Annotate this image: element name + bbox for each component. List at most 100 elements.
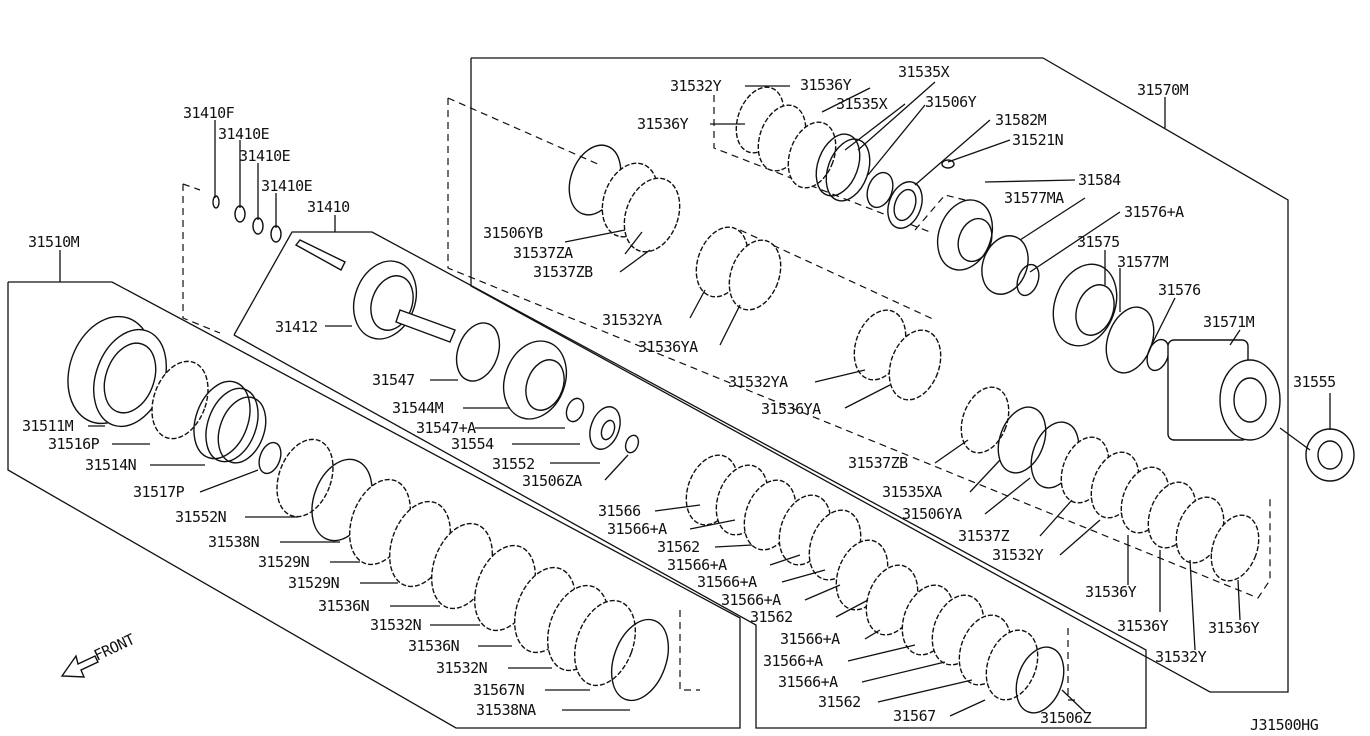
part-31410-snaprings — [212, 195, 282, 243]
label-31537zb-top: 31537ZB — [533, 263, 593, 281]
diagram-code: J31500HG — [1250, 716, 1319, 734]
part-31544m-piston — [502, 340, 568, 420]
label-31536n-b: 31536N — [408, 637, 460, 655]
label-31410f: 31410F — [183, 104, 235, 122]
label-31532y-mid: 31532Y — [992, 546, 1044, 564]
label-31538n: 31538N — [208, 533, 260, 551]
label-31567n: 31567N — [473, 681, 525, 699]
label-31571m: 31571M — [1203, 313, 1255, 331]
label-31566a-7: 31566+A — [778, 673, 838, 691]
front-arrow-icon — [60, 654, 99, 678]
label-31535xa: 31535XA — [882, 483, 942, 501]
label-31547a: 31547+A — [416, 419, 476, 437]
label-31532y-top: 31532Y — [670, 77, 722, 95]
upper-right-clutch-stack — [735, 86, 955, 229]
front-label: FRONT — [91, 630, 138, 665]
part-31547a-31554-31552-31506za — [565, 397, 640, 454]
label-31521n: 31521N — [1012, 131, 1064, 149]
label-31536y-top-b: 31536Y — [800, 76, 852, 94]
group-box-31510m — [7, 281, 741, 729]
label-31510m: 31510M — [28, 233, 80, 251]
label-31552n: 31552N — [175, 508, 227, 526]
label-31529n-a: 31529N — [258, 553, 310, 571]
label-31562-a: 31562 — [657, 538, 700, 556]
label-31537z: 31537Z — [958, 527, 1010, 545]
label-31576: 31576 — [1158, 281, 1201, 299]
label-31576a: 31576+A — [1124, 203, 1184, 221]
callout-labels: 31410F 31410E 31410E 31410E 31410 31510M… — [22, 63, 1336, 734]
leader-lines — [59, 81, 1331, 717]
label-31536ya-a: 31536YA — [638, 338, 698, 356]
label-31410e-b: 31410E — [239, 147, 291, 165]
label-31554: 31554 — [451, 435, 494, 453]
part-31532ya-31536ya-pairs — [695, 226, 942, 401]
part-31571m-gear-drum — [1167, 339, 1281, 441]
label-31577ma: 31577MA — [1004, 189, 1064, 207]
label-31555: 31555 — [1293, 373, 1336, 391]
label-31535x-a: 31535X — [898, 63, 950, 81]
part-31552n-plate — [276, 438, 334, 518]
part-31412-shaft-hub — [294, 239, 456, 343]
label-31410: 31410 — [307, 198, 350, 216]
part-31516p-ring — [151, 360, 209, 440]
label-31412: 31412 — [275, 318, 318, 336]
label-31538na: 31538NA — [476, 701, 536, 719]
label-31552: 31552 — [492, 455, 535, 473]
label-31570m: 31570M — [1137, 81, 1189, 99]
label-31584: 31584 — [1078, 171, 1121, 189]
label-31536y-c: 31536Y — [1208, 619, 1260, 637]
group-box-31410 — [233, 231, 1147, 729]
label-31544m: 31544M — [392, 399, 444, 417]
label-31537za: 31537ZA — [513, 244, 573, 262]
label-31514n: 31514N — [85, 456, 137, 474]
label-31536y-a: 31536Y — [1085, 583, 1137, 601]
label-31566a-2: 31566+A — [667, 556, 727, 574]
part-31584-drum-and-rings — [936, 199, 1040, 297]
label-31566a-4: 31566+A — [721, 591, 781, 609]
label-31566a-3: 31566+A — [697, 573, 757, 591]
label-31532n-b: 31532N — [436, 659, 488, 677]
label-31511m: 31511M — [22, 417, 74, 435]
part-31506yb-31537za-31537zb — [568, 144, 681, 253]
part-31555-bearing — [1305, 428, 1355, 482]
label-31537zb-low: 31537ZB — [848, 454, 908, 472]
label-31567: 31567 — [893, 707, 936, 725]
label-31410e-a: 31410E — [218, 125, 270, 143]
label-31566: 31566 — [598, 502, 641, 520]
part-31575-housing — [1052, 263, 1170, 374]
group-box-31570m — [470, 57, 1289, 693]
left-clutch-stack — [311, 458, 670, 702]
label-31566a-5: 31566+A — [780, 630, 840, 648]
dashed-guides — [182, 95, 1271, 701]
label-31575: 31575 — [1077, 233, 1120, 251]
label-31506y: 31506Y — [925, 93, 977, 111]
label-31562-b: 31562 — [750, 608, 793, 626]
part-31511m-drum — [67, 315, 167, 428]
label-31566a-1: 31566+A — [607, 520, 667, 538]
label-31529n-b: 31529N — [288, 574, 340, 592]
label-31506z: 31506Z — [1040, 709, 1092, 727]
label-31577m: 31577M — [1117, 253, 1169, 271]
label-31536ya-b: 31536YA — [761, 400, 821, 418]
label-31516p: 31516P — [48, 435, 100, 453]
middle-clutch-stack — [685, 454, 1065, 714]
part-31517p-snapring — [258, 441, 282, 475]
label-31532y-low: 31532Y — [1155, 648, 1207, 666]
label-31410e-c: 31410E — [261, 177, 313, 195]
label-31506za: 31506ZA — [522, 472, 582, 490]
label-31582m: 31582M — [995, 111, 1047, 129]
label-31506ya: 31506YA — [902, 505, 962, 523]
label-31547: 31547 — [372, 371, 415, 389]
label-31532ya-b: 31532YA — [728, 373, 788, 391]
label-31506yb: 31506YB — [483, 224, 543, 242]
label-31566a-6: 31566+A — [763, 652, 823, 670]
part-31514n-spring — [193, 380, 267, 464]
label-31536n-a: 31536N — [318, 597, 370, 615]
label-31532n-a: 31532N — [370, 616, 422, 634]
label-31532ya-a: 31532YA — [602, 311, 662, 329]
part-31547-ring — [455, 322, 501, 382]
label-31517p: 31517P — [133, 483, 185, 501]
label-31536y-top: 31536Y — [637, 115, 689, 133]
